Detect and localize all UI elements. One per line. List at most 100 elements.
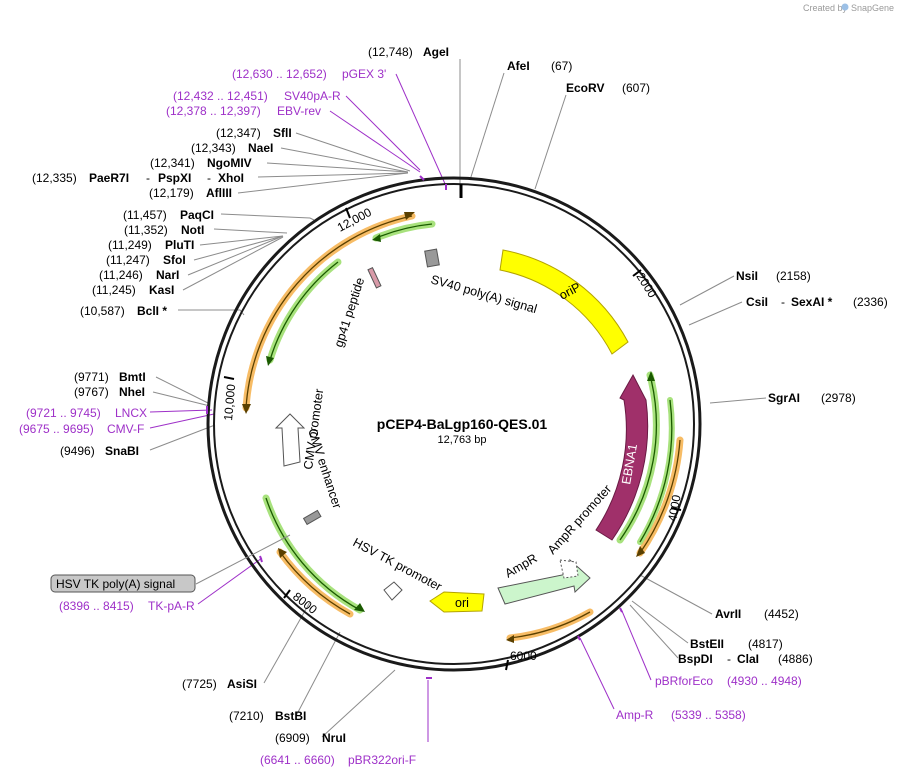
primer-marks	[206, 175, 623, 679]
site-NruI[interactable]: NruI	[322, 731, 346, 745]
primer-CMV-F-range: (9675 .. 9695)	[19, 422, 94, 436]
site-SexAI[interactable]: SexAI *	[791, 295, 833, 309]
primer-pBRforEco-range: (4930 .. 4948)	[727, 674, 802, 688]
plasmid-length: 12,763 bp	[438, 434, 487, 446]
oriP-feature	[499, 249, 629, 355]
primer-SV40pA-R[interactable]: SV40pA-R	[284, 89, 341, 103]
site-SflI[interactable]: SflI	[273, 126, 292, 140]
site-BstBI[interactable]: BstBI	[275, 709, 306, 723]
site-BstBI-pos: (7210)	[229, 709, 264, 723]
primer-CMV-F[interactable]: CMV-F	[107, 422, 144, 436]
site-SflI-pos: (12,347)	[216, 126, 261, 140]
site-NotI-pos: (11,352)	[124, 223, 168, 237]
site-NaeI-pos: (12,343)	[191, 141, 236, 155]
site-PluTI-pos: (11,249)	[108, 238, 152, 252]
site-BstEII[interactable]: BstEII	[690, 637, 724, 651]
site-PaeR7I-sep1: -	[146, 171, 150, 185]
site-AgeI-pos: (12,748)	[368, 45, 413, 59]
site-SfoI-pos: (11,247)	[106, 253, 150, 267]
primer-pBRforEco[interactable]: pBRforEco	[655, 674, 713, 688]
site-SfoI[interactable]: SfoI	[163, 253, 186, 267]
AmpR-label: AmpR	[503, 551, 540, 580]
primer-pBR322ori-F[interactable]: pBR322ori-F	[348, 753, 416, 767]
site-CsiI-pos: (2336)	[853, 295, 888, 309]
primer-EBV-rev[interactable]: EBV-rev	[277, 104, 321, 118]
site-AflIII-pos: (12,179)	[149, 186, 194, 200]
site-AflIII[interactable]: AflIII	[206, 186, 232, 200]
site-SnaBI[interactable]: SnaBI	[105, 444, 139, 458]
credit-prefix: Created by	[803, 3, 848, 13]
plasmid-name: pCEP4-BaLgp160-QES.01	[377, 416, 548, 432]
site-NsiI[interactable]: NsiI	[736, 269, 758, 283]
site-KasI-pos: (11,245)	[92, 283, 136, 297]
site-AvrII[interactable]: AvrII	[715, 607, 741, 621]
primer-TK-pA-R-range: (8396 .. 8415)	[59, 599, 134, 613]
site-EcoRV-pos: (607)	[622, 81, 650, 95]
site-AgeI[interactable]: AgeI	[423, 45, 449, 59]
site-BclI[interactable]: BclI *	[137, 304, 167, 318]
site-NgoMIV-pos: (12,341)	[150, 156, 195, 170]
site-SgrAI-pos: (2978)	[821, 391, 856, 405]
site-AvrII-pos: (4452)	[764, 607, 799, 621]
HSV-TK-polyA-feature	[302, 509, 322, 526]
site-PaqCI-pos: (11,457)	[123, 208, 167, 222]
primer-labels: (12,630 .. 12,652) pGEX 3' (12,432 .. 12…	[19, 67, 802, 767]
primer-TK-pA-R[interactable]: TK-pA-R	[148, 599, 195, 613]
gp41-peptide-feature	[367, 267, 382, 289]
SV40-polyA-label: SV40 poly(A) signal	[429, 272, 538, 316]
orf-arrowheads	[242, 212, 655, 643]
primer-LNCX-range: (9721 .. 9745)	[26, 406, 101, 420]
site-CsiI[interactable]: CsiI	[746, 295, 768, 309]
site-BmtI-pos: (9771)	[74, 370, 109, 384]
tick-2000: 2000	[633, 270, 659, 300]
site-BspDI[interactable]: BspDI	[678, 652, 713, 666]
site-SgrAI[interactable]: SgrAI	[768, 391, 800, 405]
primer-leader-lines	[149, 73, 652, 742]
site-AsiSI-pos: (7725)	[182, 677, 217, 691]
orf-arcs	[242, 212, 684, 642]
site-NsiI-pos: (2158)	[776, 269, 811, 283]
primer-pGEX3-range: (12,630 .. 12,652)	[232, 67, 327, 81]
site-NheI[interactable]: NheI	[119, 385, 145, 399]
site-AfeI-pos: (67)	[551, 59, 572, 73]
site-SnaBI-pos: (9496)	[60, 444, 95, 458]
primer-Amp-R-range: (5339 .. 5358)	[671, 708, 746, 722]
site-PaqCI[interactable]: PaqCI	[180, 208, 214, 222]
site-KasI[interactable]: KasI	[149, 283, 174, 297]
site-NarI[interactable]: NarI	[156, 268, 179, 282]
site-PspXI[interactable]: PspXI	[158, 171, 191, 185]
site-ClaI[interactable]: ClaI	[737, 652, 759, 666]
primer-Amp-R[interactable]: Amp-R	[616, 708, 654, 722]
site-BspDI-sep: -	[727, 652, 731, 666]
site-BclI-pos: (10,587)	[80, 304, 125, 318]
EBNA1-feature	[595, 373, 649, 541]
site-NaeI[interactable]: NaeI	[248, 141, 273, 155]
site-NotI[interactable]: NotI	[181, 223, 204, 237]
site-NruI-pos: (6909)	[275, 731, 310, 745]
site-PluTI[interactable]: PluTI	[165, 238, 194, 252]
primer-EBV-rev-range: (12,378 .. 12,397)	[166, 104, 261, 118]
AmpR-promoter-arrow	[559, 559, 579, 579]
site-CsiI-sep: -	[781, 295, 785, 309]
site-PaeR7I[interactable]: PaeR7I	[89, 171, 129, 185]
tick-6000: 6000	[510, 649, 537, 663]
site-AfeI[interactable]: AfeI	[507, 59, 530, 73]
site-NheI-pos: (9767)	[74, 385, 109, 399]
site-BmtI[interactable]: BmtI	[119, 370, 146, 384]
site-EcoRV[interactable]: EcoRV	[566, 81, 604, 95]
primer-pBR322ori-F-range: (6641 .. 6660)	[260, 753, 335, 767]
credit-brand: SnapGene	[851, 3, 894, 13]
ori-label: ori	[455, 596, 469, 610]
SV40-polyA-feature	[424, 248, 440, 268]
site-PaeR7I-sep2: -	[207, 171, 211, 185]
site-AsiSI[interactable]: AsiSI	[227, 677, 257, 691]
primer-LNCX[interactable]: LNCX	[115, 406, 147, 420]
site-labels: (12,748) AgeI AfeI (67) EcoRV (607) NsiI…	[32, 45, 888, 745]
primer-SV40pA-R-range: (12,432 .. 12,451)	[173, 89, 268, 103]
site-NgoMIV[interactable]: NgoMIV	[207, 156, 252, 170]
primer-pGEX3[interactable]: pGEX 3'	[342, 67, 386, 81]
site-XhoI[interactable]: XhoI	[218, 171, 244, 185]
HSV-TK-polyA-label[interactable]: HSV TK poly(A) signal	[56, 577, 175, 591]
snapgene-logo-icon	[841, 3, 849, 11]
